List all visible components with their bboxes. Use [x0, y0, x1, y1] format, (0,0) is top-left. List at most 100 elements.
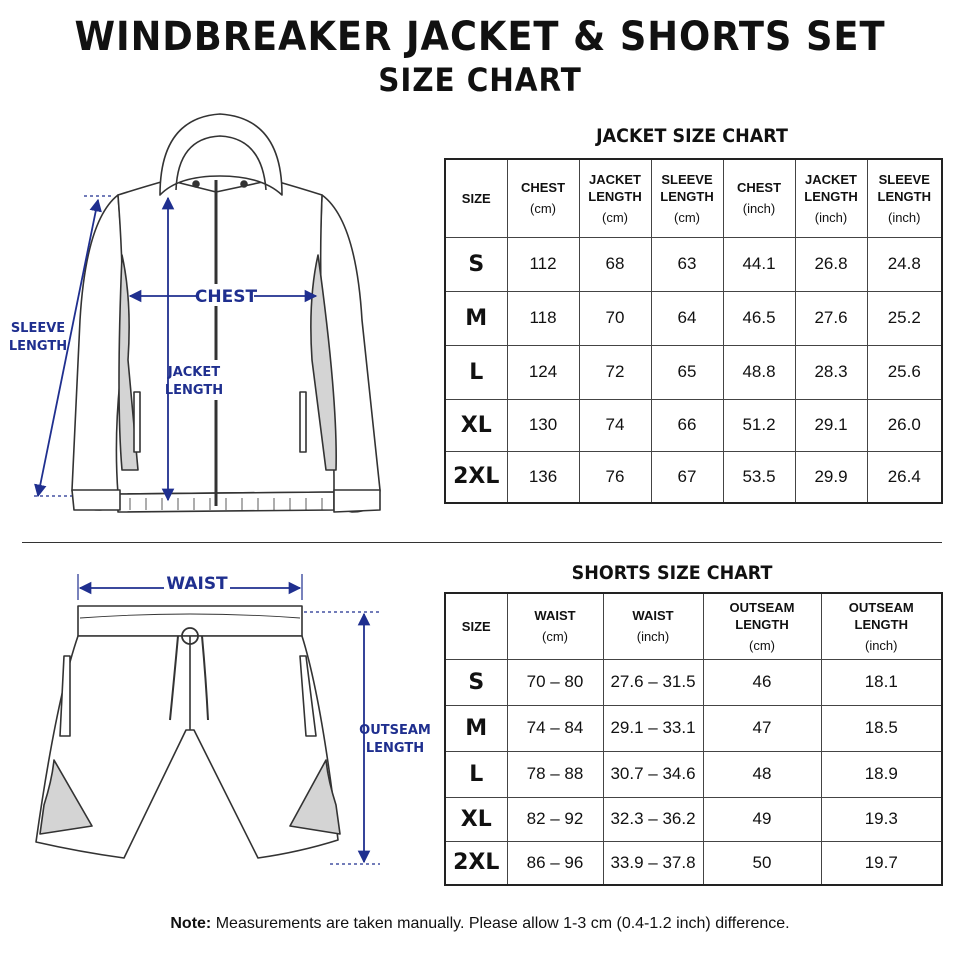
note-text: Measurements are taken manually. Please …: [211, 915, 790, 932]
value-cell: 112: [506, 236, 580, 292]
value-cell: 67: [650, 450, 724, 504]
jacket-size-header: SIZE: [444, 158, 508, 238]
value-cell: 136: [506, 450, 580, 504]
value-cell: 49: [702, 796, 822, 842]
value-cell: 19.7: [820, 840, 943, 886]
page-subtitle: SIZE CHART: [378, 61, 582, 99]
value-cell: 74 – 84: [506, 704, 604, 752]
value-cell: 46.5: [722, 290, 796, 346]
value-cell: 64: [650, 290, 724, 346]
value-cell: 66: [650, 398, 724, 452]
value-cell: 47: [702, 704, 822, 752]
jacket-col-header: SLEEVE LENGTH(inch): [866, 158, 943, 238]
value-cell: 33.9 – 37.8: [602, 840, 704, 886]
value-cell: 18.1: [820, 658, 943, 706]
value-cell: 130: [506, 398, 580, 452]
value-cell: 18.9: [820, 750, 943, 798]
section-divider: [22, 542, 942, 543]
table-row: 2XL 136 76 67 53.5 29.9 26.4: [444, 450, 943, 504]
table-row: M 74 – 84 29.1 – 33.1 47 18.5: [444, 704, 943, 752]
size-cell: 2XL: [444, 450, 508, 504]
value-cell: 53.5: [722, 450, 796, 504]
size-cell: S: [444, 236, 508, 292]
shorts-col-header: OUTSEAM LENGTH(cm): [702, 592, 822, 660]
shorts-col-header: WAIST(inch): [602, 592, 704, 660]
value-cell: 76: [578, 450, 652, 504]
table-row: S 70 – 80 27.6 – 31.5 46 18.1: [444, 658, 943, 706]
shorts-header-row: SIZE WAIST(cm) WAIST(inch) OUTSEAM LENGT…: [444, 592, 943, 660]
jacket-col-header: SLEEVE LENGTH(cm): [650, 158, 724, 238]
size-cell: XL: [444, 796, 508, 842]
value-cell: 82 – 92: [506, 796, 604, 842]
size-cell: XL: [444, 398, 508, 452]
value-cell: 26.0: [866, 398, 943, 452]
size-cell: S: [444, 658, 508, 706]
jacket-table-title: JACKET SIZE CHART: [596, 125, 788, 147]
value-cell: 19.3: [820, 796, 943, 842]
jacket-col-header: JACKET LENGTH(cm): [578, 158, 652, 238]
size-cell: L: [444, 750, 508, 798]
jacket-header-row: SIZE CHEST(cm) JACKET LENGTH(cm) SLEEVE …: [444, 158, 943, 238]
size-cell: L: [444, 344, 508, 400]
value-cell: 63: [650, 236, 724, 292]
shorts-size-table: SIZE WAIST(cm) WAIST(inch) OUTSEAM LENGT…: [444, 592, 943, 886]
chest-label: CHEST: [195, 287, 258, 307]
value-cell: 44.1: [722, 236, 796, 292]
value-cell: 48: [702, 750, 822, 798]
value-cell: 86 – 96: [506, 840, 604, 886]
value-cell: 24.8: [866, 236, 943, 292]
jacket-illustration: [71, 113, 381, 513]
value-cell: 70: [578, 290, 652, 346]
table-row: XL 130 74 66 51.2 29.1 26.0: [444, 398, 943, 452]
value-cell: 25.2: [866, 290, 943, 346]
size-cell: M: [444, 290, 508, 346]
shorts-col-header: OUTSEAM LENGTH(inch): [820, 592, 943, 660]
value-cell: 78 – 88: [506, 750, 604, 798]
outseam-label-1: OUTSEAM: [359, 723, 431, 738]
value-cell: 30.7 – 34.6: [602, 750, 704, 798]
value-cell: 48.8: [722, 344, 796, 400]
note-label: Note:: [170, 915, 212, 932]
shorts-col-header: WAIST(cm): [506, 592, 604, 660]
jacket-size-table: SIZE CHEST(cm) JACKET LENGTH(cm) SLEEVE …: [444, 158, 943, 504]
table-row: M 118 70 64 46.5 27.6 25.2: [444, 290, 943, 346]
value-cell: 29.9: [794, 450, 868, 504]
sleeve-length-arrow: [34, 198, 102, 498]
shorts-size-header: SIZE: [444, 592, 508, 660]
table-row: L 78 – 88 30.7 – 34.6 48 18.9: [444, 750, 943, 798]
jacket-length-label-2: LENGTH: [165, 383, 223, 398]
shorts-table-title: SHORTS SIZE CHART: [571, 562, 773, 584]
value-cell: 51.2: [722, 398, 796, 452]
value-cell: 65: [650, 344, 724, 400]
jacket-col-header: CHEST(cm): [506, 158, 580, 238]
value-cell: 72: [578, 344, 652, 400]
value-cell: 68: [578, 236, 652, 292]
table-row: XL 82 – 92 32.3 – 36.2 49 19.3: [444, 796, 943, 842]
value-cell: 29.1 – 33.1: [602, 704, 704, 752]
sleeve-length-label-1: SLEEVE: [11, 321, 65, 336]
value-cell: 29.1: [794, 398, 868, 452]
value-cell: 46: [702, 658, 822, 706]
value-cell: 18.5: [820, 704, 943, 752]
value-cell: 74: [578, 398, 652, 452]
table-row: S 112 68 63 44.1 26.8 24.8: [444, 236, 943, 292]
value-cell: 27.6: [794, 290, 868, 346]
jacket-col-header: CHEST(inch): [722, 158, 796, 238]
shorts-illustration: [35, 605, 341, 859]
value-cell: 26.8: [794, 236, 868, 292]
value-cell: 50: [702, 840, 822, 886]
waist-label: WAIST: [166, 574, 228, 594]
value-cell: 118: [506, 290, 580, 346]
jacket-col-header: JACKET LENGTH(inch): [794, 158, 868, 238]
sleeve-length-label-2: LENGTH: [9, 339, 67, 354]
value-cell: 27.6 – 31.5: [602, 658, 704, 706]
value-cell: 26.4: [866, 450, 943, 504]
value-cell: 70 – 80: [506, 658, 604, 706]
size-cell: M: [444, 704, 508, 752]
table-row: L 124 72 65 48.8 28.3 25.6: [444, 344, 943, 400]
table-row: 2XL 86 – 96 33.9 – 37.8 50 19.7: [444, 840, 943, 886]
jacket-length-label-1: JACKET: [167, 365, 220, 380]
value-cell: 28.3: [794, 344, 868, 400]
value-cell: 32.3 – 36.2: [602, 796, 704, 842]
